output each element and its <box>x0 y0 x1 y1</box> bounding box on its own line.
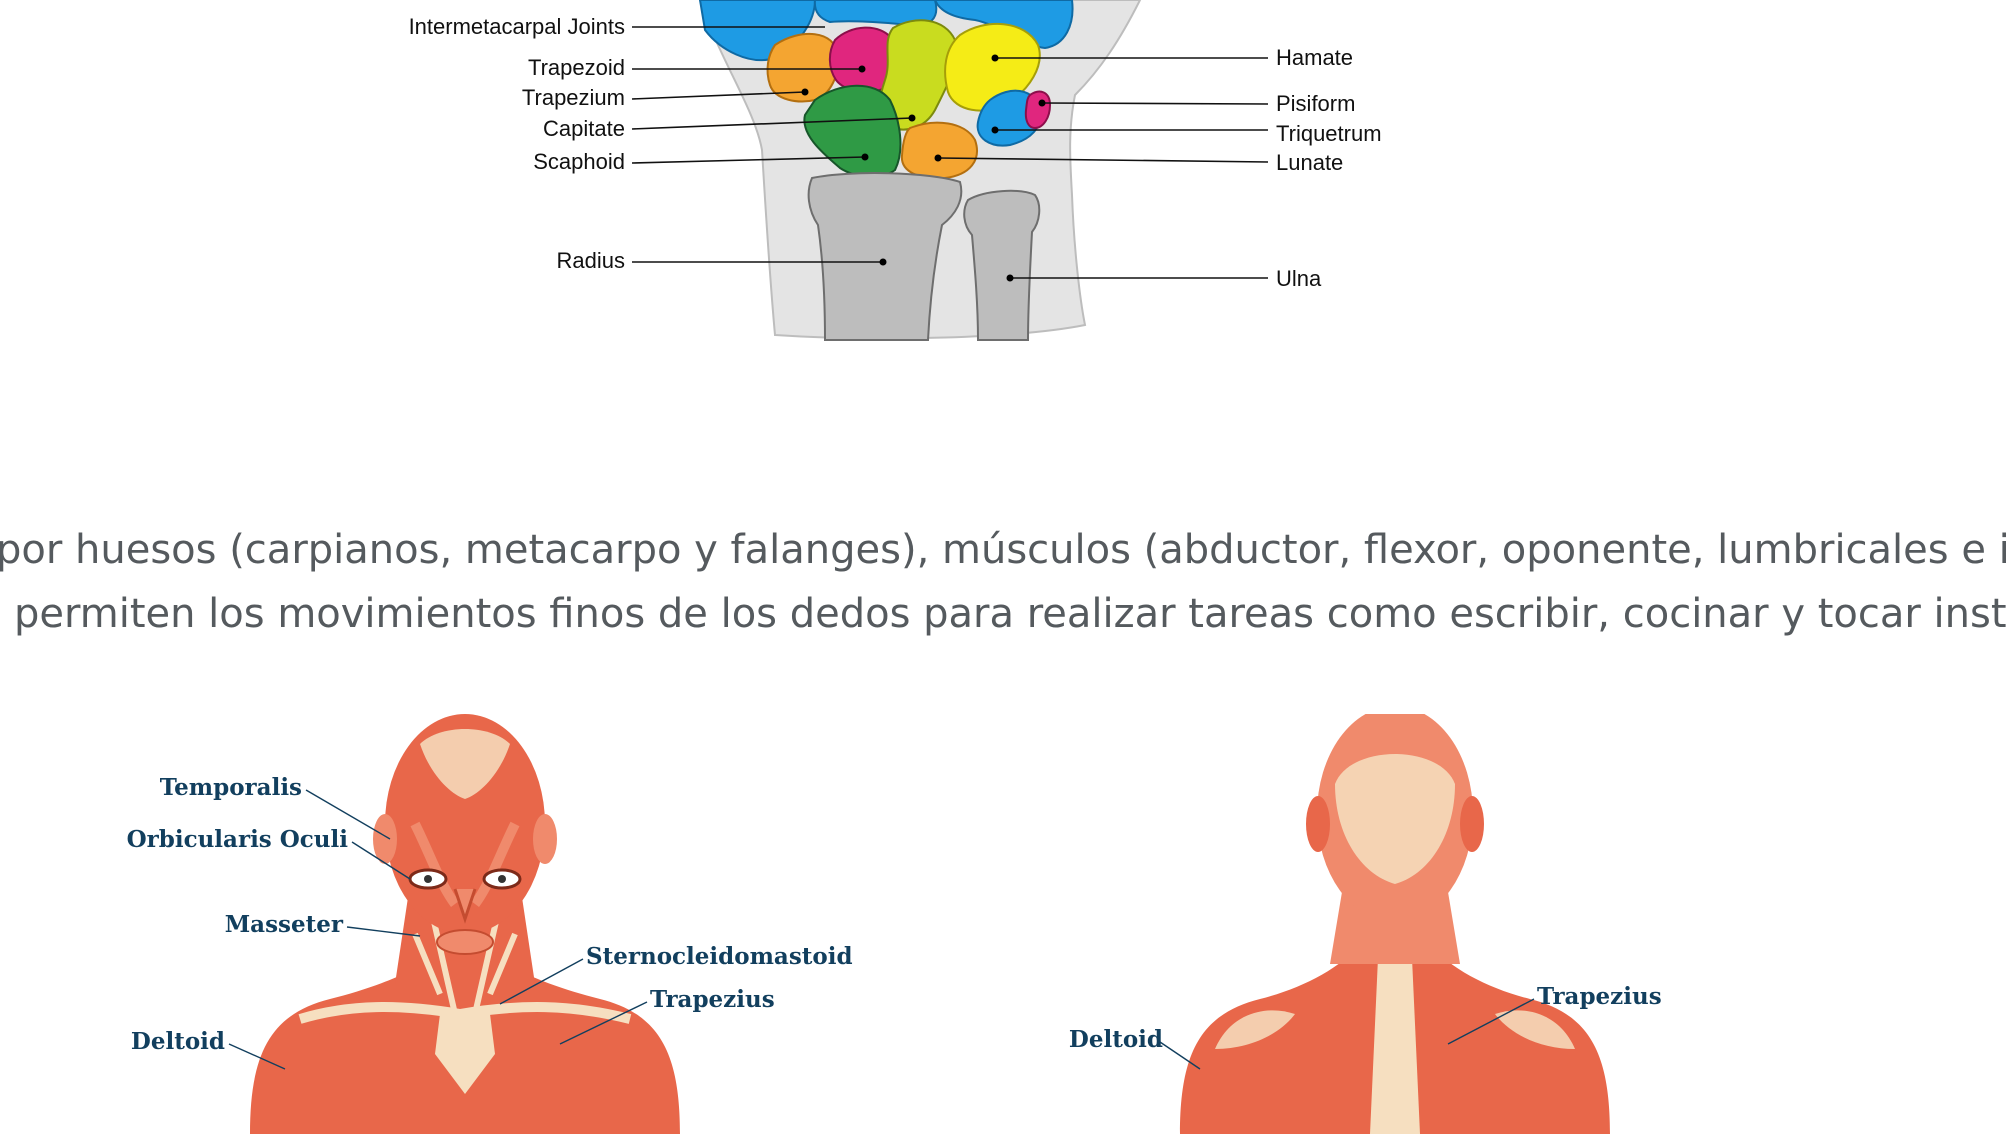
label-capitate: Capitate <box>543 116 625 141</box>
label-masseter: Masseter <box>225 911 344 938</box>
label-trapezius-back: Trapezius <box>1537 983 1662 1010</box>
dot-trapezium <box>802 89 809 96</box>
label-triquetrum: Triquetrum <box>1276 121 1382 146</box>
back-ear-right <box>1460 796 1484 852</box>
label-deltoid-back: Deltoid <box>1069 1026 1163 1053</box>
front-ear-right <box>533 814 557 864</box>
paragraph-line-1: por huesos (carpianos, metacarpo y falan… <box>0 518 2003 582</box>
leader-pisiform <box>1042 103 1268 104</box>
back-ear-left <box>1306 796 1330 852</box>
label-trapezius-front: Trapezius <box>650 986 775 1013</box>
label-radius: Radius <box>557 248 625 273</box>
back-neck-muscles-diagram: Trapezius Deltoid <box>1000 714 1900 1134</box>
dot-lunate <box>935 155 942 162</box>
label-sternocleidomastoid: Sternocleidomastoid <box>586 943 853 970</box>
body-paragraph: por huesos (carpianos, metacarpo y falan… <box>0 518 2007 646</box>
label-ulna: Ulna <box>1276 266 1322 291</box>
dot-capitate <box>909 115 916 122</box>
label-deltoid-front: Deltoid <box>131 1028 225 1055</box>
wrist-bones-diagram: Intermetacarpal Joints Trapezoid Trapezi… <box>0 0 2007 360</box>
front-ear-left <box>373 814 397 864</box>
label-hamate: Hamate <box>1276 45 1353 70</box>
dot-triquetrum <box>992 127 999 134</box>
dot-radius <box>880 259 887 266</box>
label-trapezoid: Trapezoid <box>528 55 625 80</box>
label-lunate: Lunate <box>1276 150 1343 175</box>
label-temporalis: Temporalis <box>160 774 302 801</box>
front-pupil-right <box>498 875 506 883</box>
front-pupil-left <box>424 875 432 883</box>
dot-hamate <box>992 55 999 62</box>
dot-pisiform <box>1039 100 1046 107</box>
label-scaphoid: Scaphoid <box>533 149 625 174</box>
dot-ulna <box>1007 275 1014 282</box>
label-pisiform: Pisiform <box>1276 91 1355 116</box>
label-intermetacarpal-joints: Intermetacarpal Joints <box>409 14 625 39</box>
label-trapezium: Trapezium <box>522 85 625 110</box>
dot-trapezoid <box>859 66 866 73</box>
front-neck-muscles-diagram: Temporalis Orbicularis Oculi Masseter St… <box>0 714 900 1134</box>
lunate-bone <box>902 123 977 179</box>
paragraph-line-2: permiten los movimientos finos de los de… <box>14 582 2007 646</box>
label-orbicularis-oculi: Orbicularis Oculi <box>127 826 349 853</box>
dot-scaphoid <box>862 154 869 161</box>
front-mouth <box>437 930 493 954</box>
